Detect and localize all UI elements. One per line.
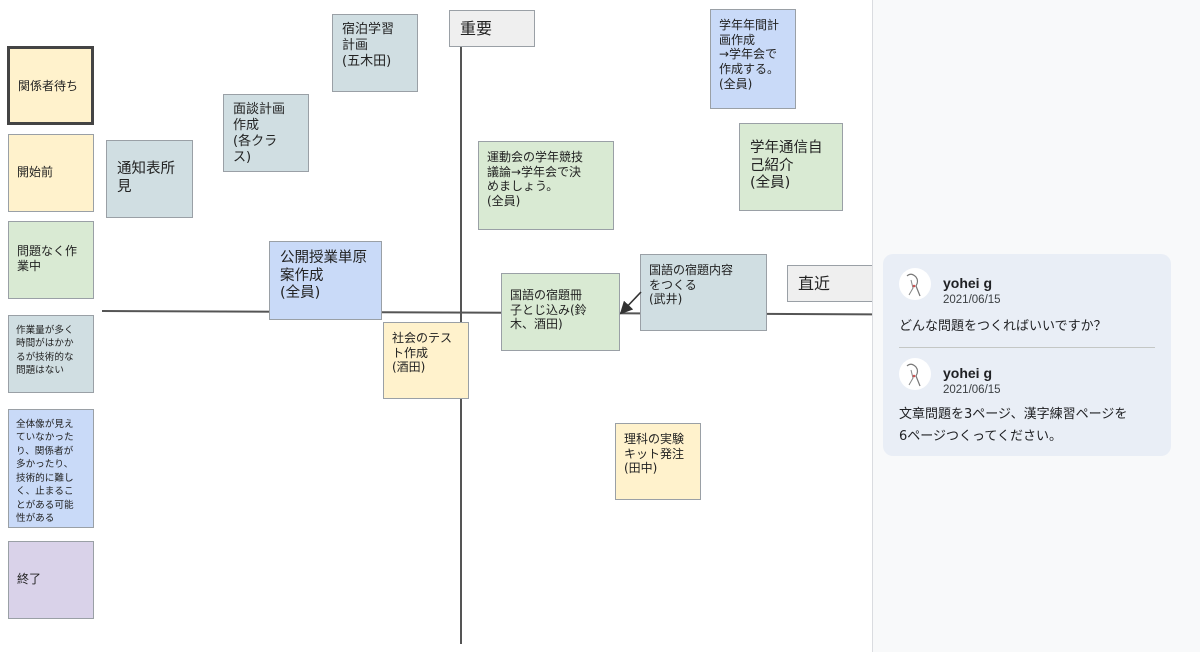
avatar xyxy=(899,358,931,391)
comment-text: 文章問題を3ページ、漢字練習ページを 6ページつくってください。 xyxy=(899,407,1128,444)
comment-date: 2021/06/15 xyxy=(943,384,1001,397)
note-japanese-homework-binding[interactable]: 国語の宿題冊 子とじ込み(鈴 木、酒田) xyxy=(501,273,620,351)
comment-thread[interactable]: yohei g 2021/06/15 どんな問題をつくればいいですか？ yohe… xyxy=(883,254,1171,456)
note-grade-newsletter[interactable]: 学年通信自 己紹介 (全員) xyxy=(739,123,843,211)
legend-in-progress[interactable]: 問題なく作 業中 xyxy=(8,221,94,299)
comment-date: 2021/06/15 xyxy=(943,294,1001,306)
legend-heavy-workload[interactable]: 作業量が多く 時間がはかか るが技術的な 問題はない xyxy=(8,315,94,393)
comment-author: yohei g xyxy=(943,365,993,382)
legend-at-risk[interactable]: 全体像が見え ていなかった り、関係者が 多かったり、 技術的に難し く、止まる… xyxy=(8,409,94,528)
legend-not-started[interactable]: 開始前 xyxy=(8,134,94,212)
note-japanese-homework-content[interactable]: 国語の宿題内容 をつくる (武井) xyxy=(640,254,767,331)
legend-waiting-stakeholders[interactable]: 関係者待ち xyxy=(7,46,94,125)
note-social-studies-test[interactable]: 社会のテス ト作成 (酒田) xyxy=(383,322,469,399)
user-avatar-icon xyxy=(906,273,921,297)
comment-author: yohei g xyxy=(943,275,993,291)
note-science-kit-order[interactable]: 理科の実験 キット発注 (田中) xyxy=(615,423,701,500)
note-open-class-plan[interactable]: 公開授業単原 案作成 (全員) xyxy=(269,241,382,320)
note-annual-grade-plan[interactable]: 学年年間計 画作成 →学年会で 作成する。 (全員) xyxy=(710,9,796,109)
avatar xyxy=(899,268,931,300)
note-sports-day-event[interactable]: 運動会の学年競技 議論→学年会で決 めましょう。 (全員) xyxy=(478,141,614,230)
axis-label-urgent[interactable]: 直近 xyxy=(787,265,872,302)
note-interview-plan[interactable]: 面談計画 作成 (各クラ ス) xyxy=(223,94,309,172)
comment-text: どんな問題をつくればいいですか？ xyxy=(899,319,1107,334)
axis-label-important[interactable]: 重要 xyxy=(449,10,535,47)
comment-item: yohei g 2021/06/15 文章問題を3ページ、漢字練習ページを 6ペ… xyxy=(899,358,1155,447)
divider xyxy=(899,347,1155,349)
user-avatar-icon xyxy=(906,364,921,387)
whiteboard-canvas[interactable]: 重要 直近 関係者待ち 開始前 問題なく作 業中 作業量が多く 時間がはかか る… xyxy=(0,0,873,652)
note-report-card-comments[interactable]: 通知表所 見 xyxy=(106,140,193,218)
comment-item: yohei g 2021/06/15 どんな問題をつくればいいですか？ xyxy=(899,268,1155,337)
legend-done[interactable]: 終了 xyxy=(8,541,94,619)
note-overnight-trip-plan[interactable]: 宿泊学習 計画 (五木田) xyxy=(332,14,418,92)
